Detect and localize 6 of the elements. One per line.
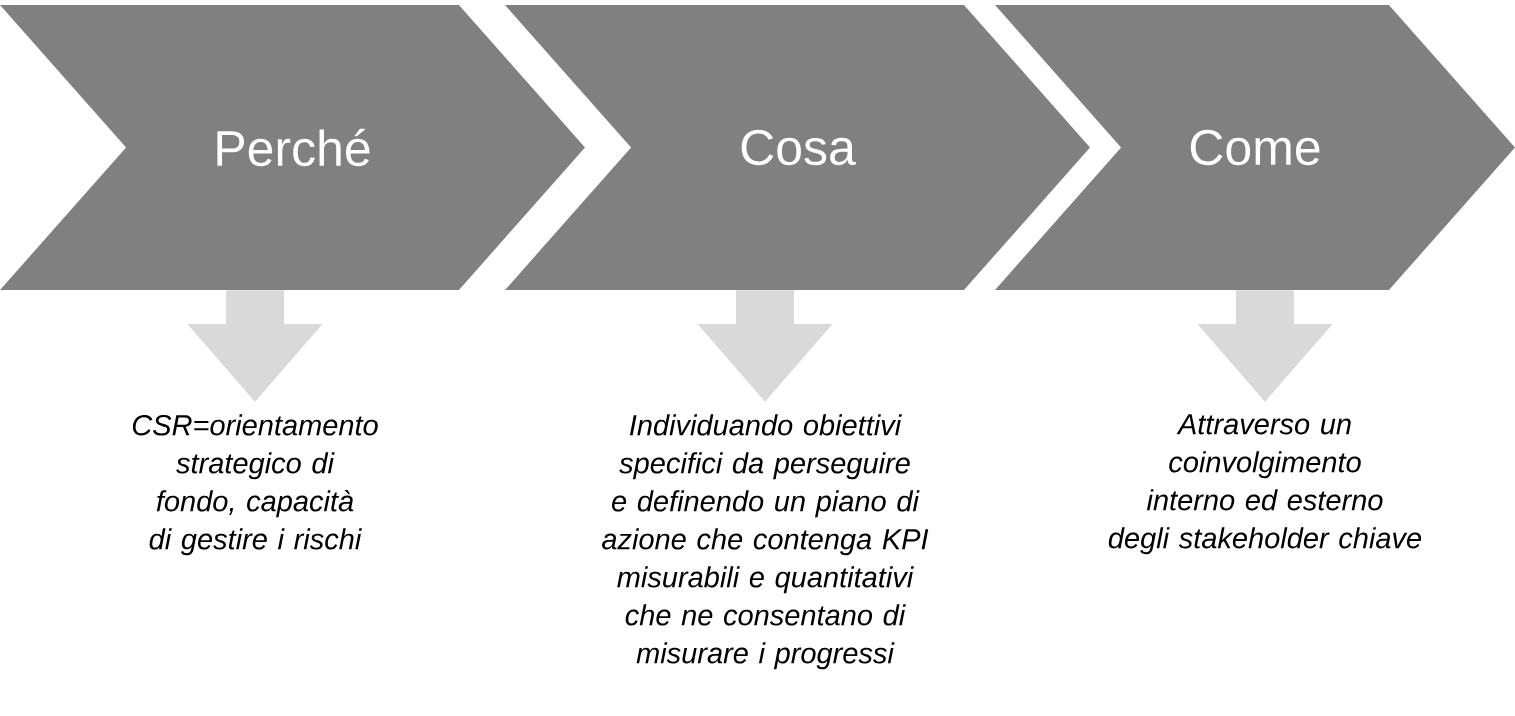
description-text: Individuando obiettivi specifici da perseguire e definendo un piano di azione che contenga KPI misurabili e quantitativi che ne consentano di misurare i progressi <box>602 414 929 670</box>
node-label: Cosa <box>741 129 856 166</box>
node-label: Come <box>1190 129 1320 166</box>
node-label: Perché <box>217 128 370 167</box>
description-text: CSR=orientamento strategico di fondo, capacità di gestire i rischi <box>132 414 378 556</box>
description-text: Attraverso un coinvolgimento interno ed esterno degli stakeholder chiave <box>1108 414 1422 555</box>
